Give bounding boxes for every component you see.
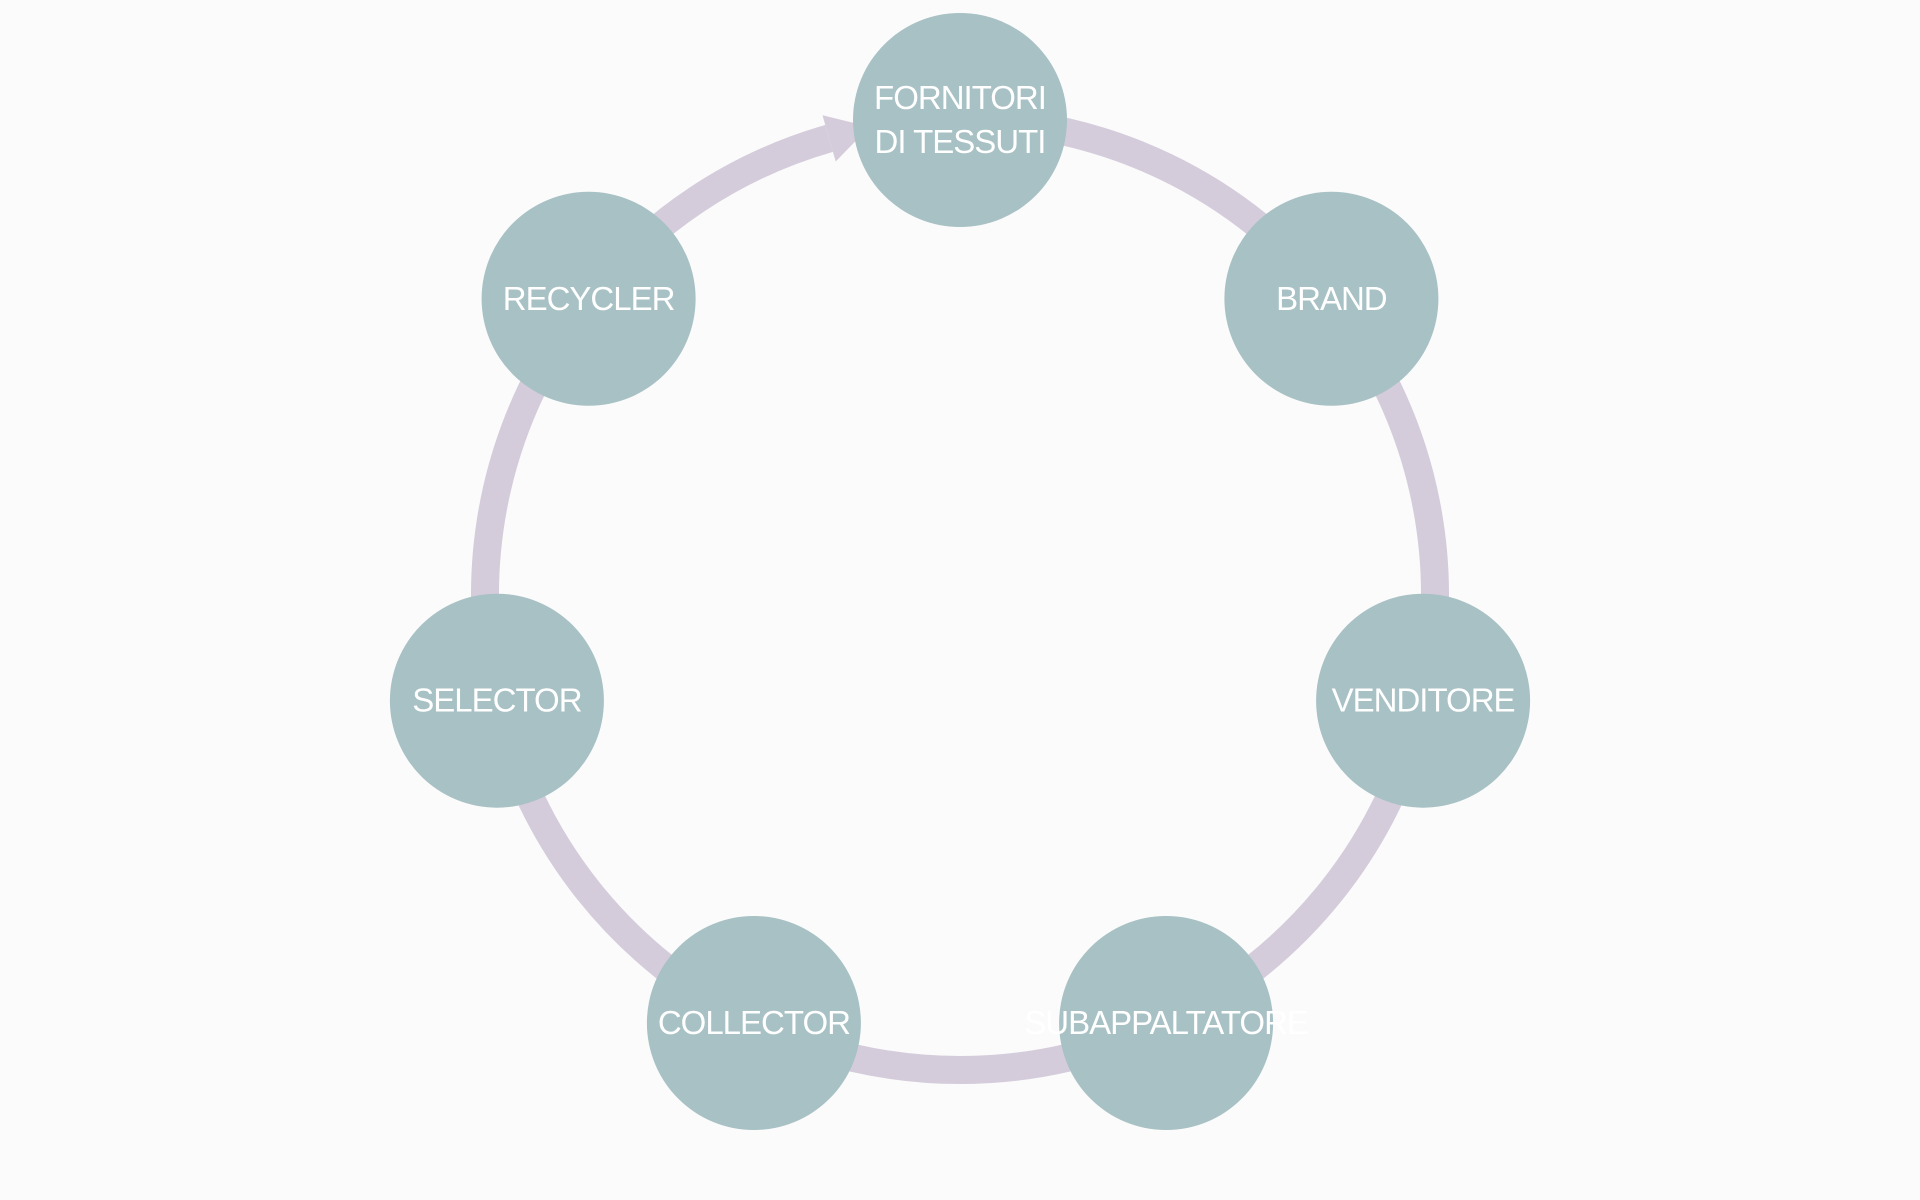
node-label-venditore: VENDITORE: [1332, 682, 1515, 719]
node-circle-venditore: [1316, 593, 1531, 808]
node-brand: BRAND: [1224, 191, 1439, 406]
node-label-subappaltatore: SUBAPPALTATORE: [1024, 1004, 1308, 1041]
node-recycler: RECYCLER: [481, 191, 696, 406]
node-circle-fornitori: [853, 13, 1067, 227]
node-label-brand: BRAND: [1276, 280, 1387, 317]
cycle-nodes: FORNITORI DI TESSUTI BRAND VENDITORE SUBAPPA…: [389, 13, 1531, 1130]
node-circle-collector: [646, 916, 861, 1130]
node-label-fornitori: FORNITORI: [874, 79, 1046, 116]
node-collector: COLLECTOR: [646, 916, 861, 1130]
node-circle-brand: [1224, 191, 1439, 406]
node-label-fornitori: DI TESSUTI: [875, 123, 1046, 160]
node-label-recycler: RECYCLER: [503, 280, 675, 317]
node-label-collector: COLLECTOR: [658, 1004, 850, 1041]
node-circle-recycler: [481, 191, 696, 406]
node-selector: SELECTOR: [389, 593, 604, 808]
node-subappaltatore: SUBAPPALTATORE: [1024, 916, 1309, 1130]
node-circle-subappaltatore: [1059, 916, 1274, 1130]
node-fornitori: FORNITORI DI TESSUTI: [853, 13, 1067, 227]
node-circle-selector: [389, 593, 604, 808]
node-venditore: VENDITORE: [1316, 593, 1531, 808]
node-label-selector: SELECTOR: [412, 682, 581, 719]
